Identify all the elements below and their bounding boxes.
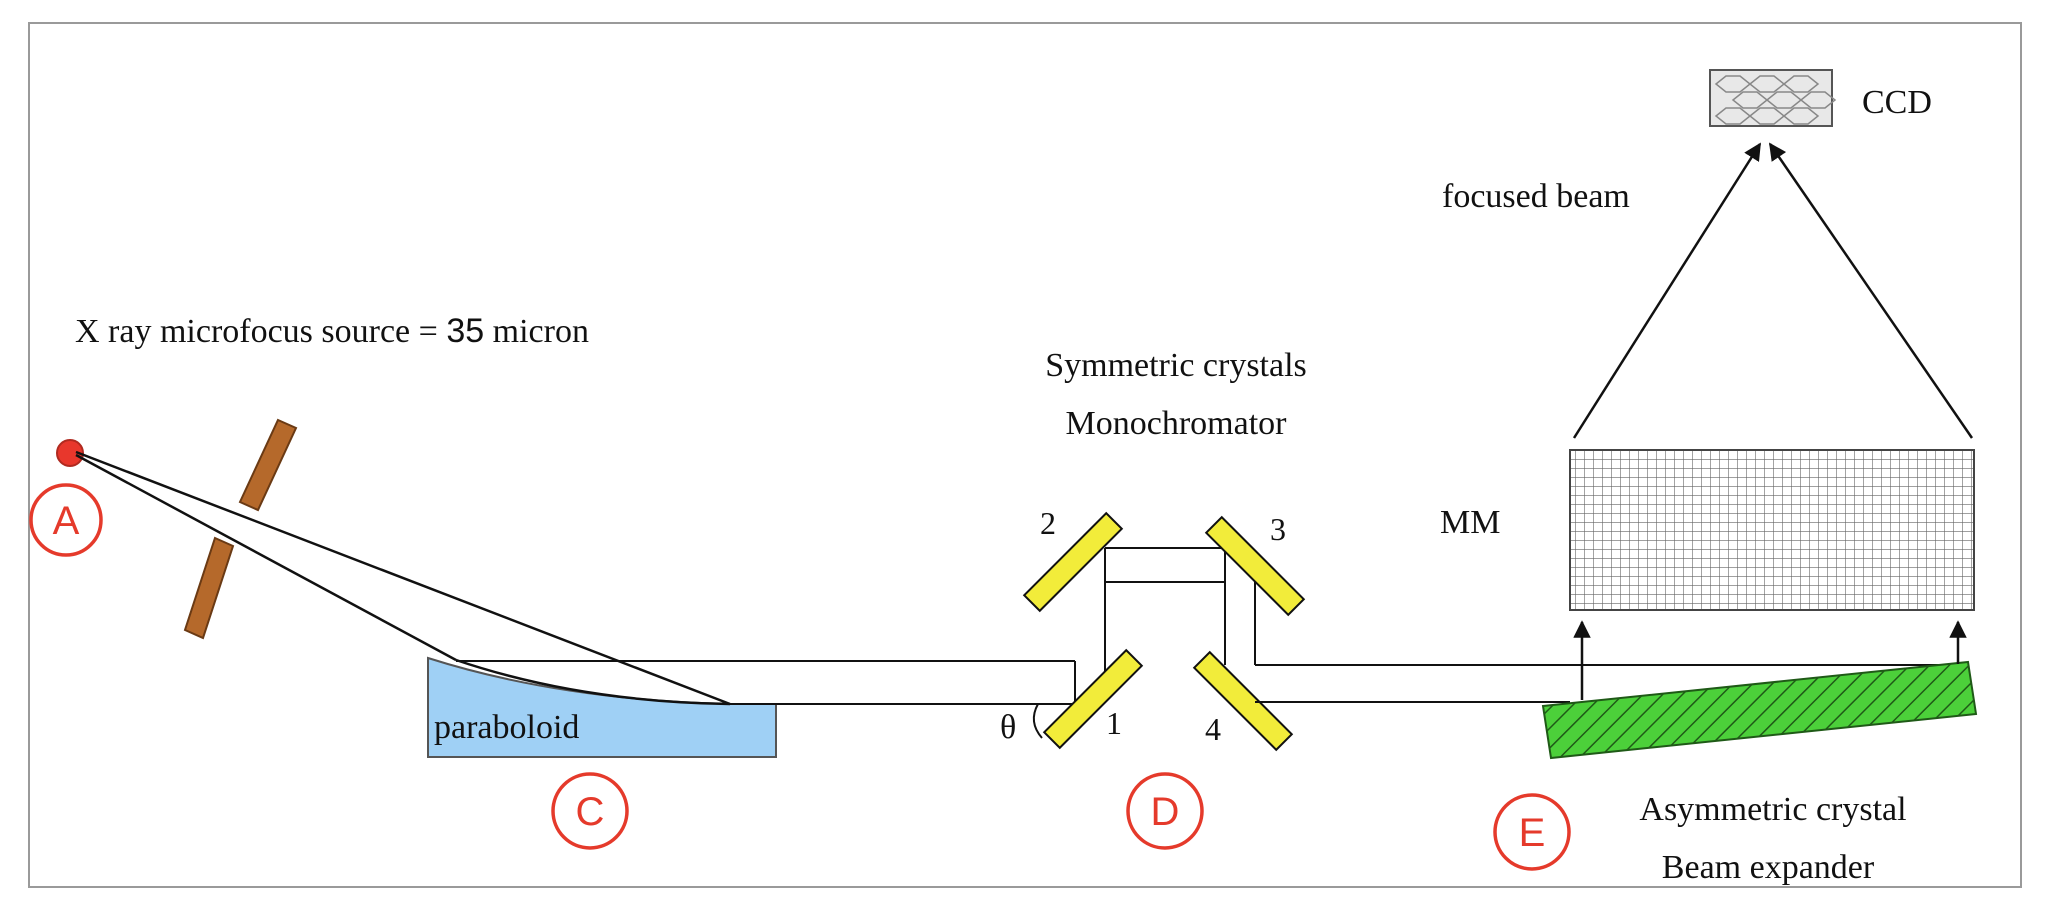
asymmetric-crystal [1541, 660, 1978, 760]
crystal-number-3: 3 [1270, 511, 1286, 547]
mono-title-line1: Symmetric crystals [1045, 347, 1307, 384]
ccd-hex-pattern [1714, 75, 1837, 125]
paraboloid-surface [455, 658, 731, 706]
focused-beam-label: focused beam [1442, 178, 1630, 215]
slit-lower [183, 536, 235, 640]
xray-source-dot [56, 439, 84, 467]
expander-label-line1: Asymmetric crystal [1639, 791, 1906, 828]
crystal-4 [1192, 650, 1294, 752]
marker-e: E [1493, 793, 1571, 871]
svg-text:E: E [1519, 811, 1546, 855]
marker-c: C [551, 772, 629, 850]
focused-beam-right [1768, 142, 1974, 439]
paraboloid-label: paraboloid [434, 709, 579, 746]
marker-d: D [1126, 772, 1204, 850]
svg-text:D: D [1151, 790, 1180, 834]
crystal-number-2: 2 [1040, 505, 1056, 541]
mm-grid [1569, 449, 1975, 611]
source-label: X ray microfocus source = 35 micron [75, 312, 589, 350]
marker-a: A [29, 483, 103, 557]
crystal-number-1: 1 [1106, 705, 1122, 741]
crystal-1 [1042, 648, 1144, 750]
ccd-detector [1709, 69, 1833, 127]
focused-beam-left [1572, 142, 1762, 439]
mono-beam-path [1074, 547, 1256, 703]
mono-title-line2: Monochromator [1066, 405, 1288, 442]
crystal-3 [1204, 515, 1306, 617]
theta-label: θ [1000, 709, 1016, 746]
slit-upper [238, 418, 298, 512]
ray-lower [75, 453, 457, 662]
expander-label-line2: Beam expander [1662, 849, 1875, 886]
svg-text:A: A [53, 499, 80, 543]
mm-label: MM [1440, 504, 1500, 541]
ccd-label: CCD [1862, 84, 1932, 121]
ray-upper [75, 450, 731, 706]
crystal-2 [1022, 511, 1124, 613]
crystal-number-4: 4 [1205, 711, 1221, 747]
theta-arc [1032, 703, 1043, 739]
svg-text:C: C [576, 790, 605, 834]
